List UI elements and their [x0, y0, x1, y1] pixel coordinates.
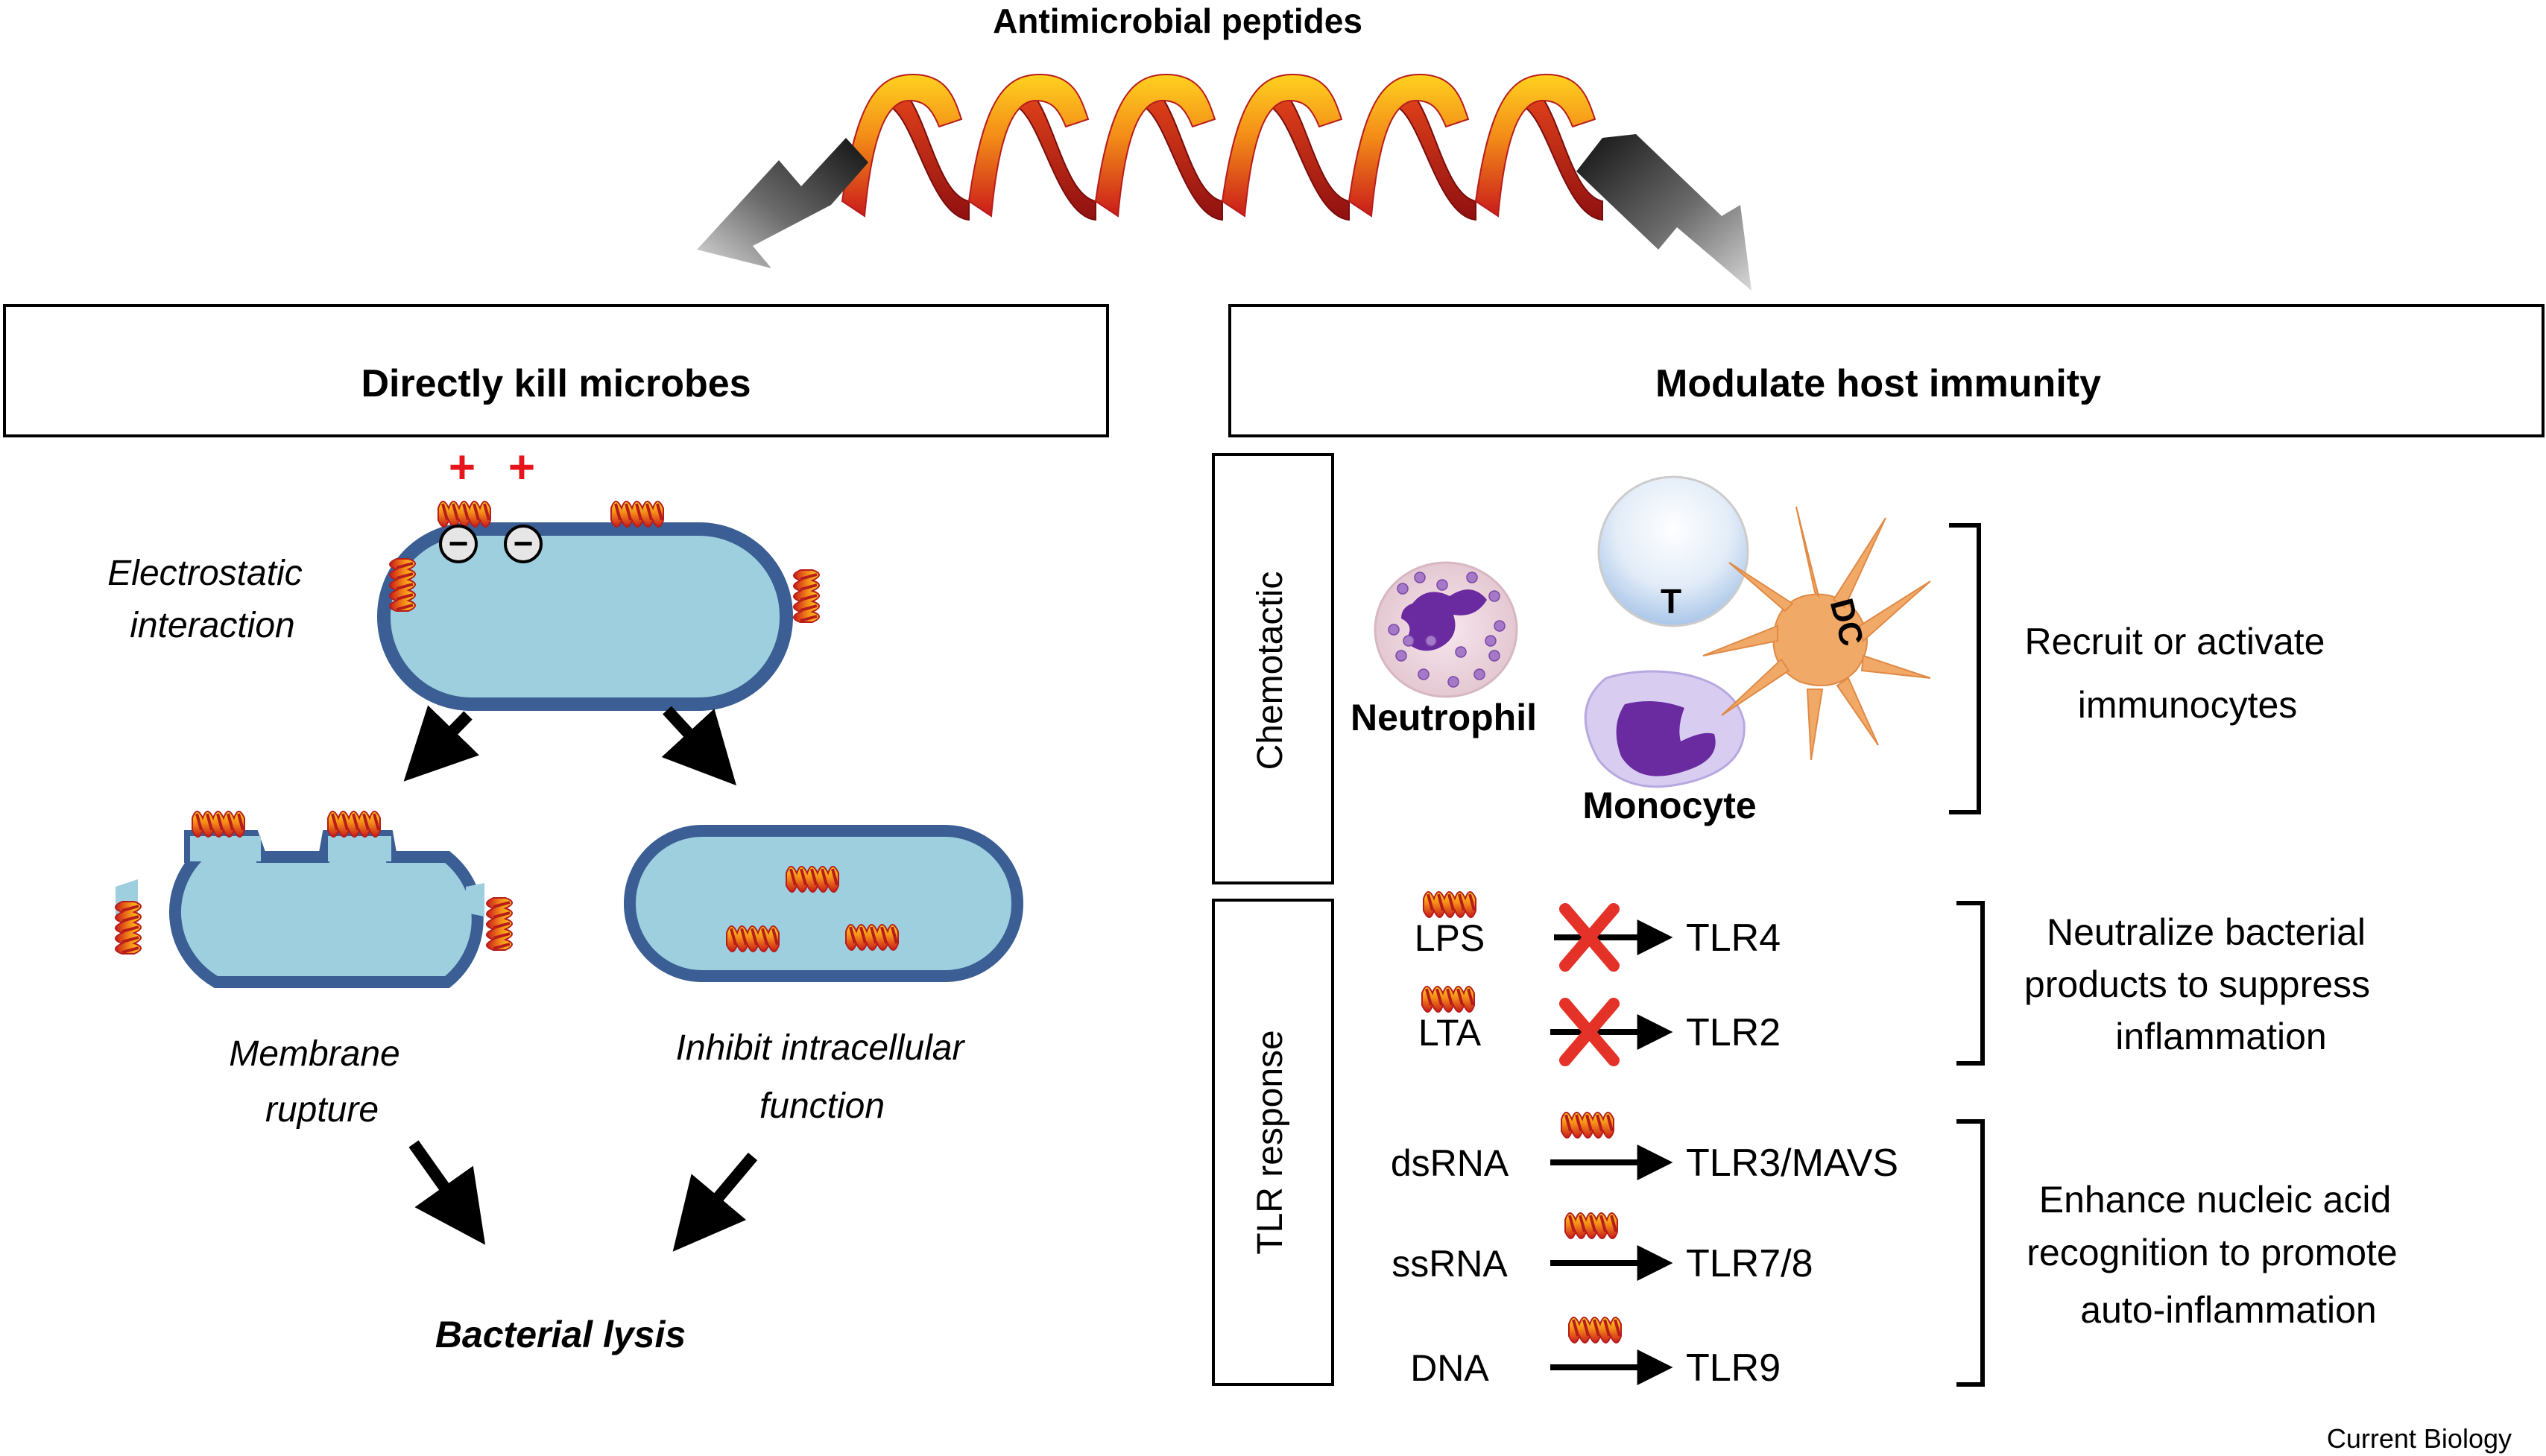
granule	[1488, 650, 1500, 662]
kill-header-box	[3, 304, 1109, 437]
inhibit-label-1: Inhibit intracellular	[676, 1028, 966, 1068]
granule	[1403, 635, 1415, 647]
arrow-to-kill	[697, 138, 868, 268]
credit-label: Current Biology	[2327, 1423, 2512, 1454]
granule	[1494, 620, 1506, 632]
membrane-label-1: Membrane	[229, 1034, 399, 1074]
granule	[1414, 572, 1426, 583]
ligand-label: LTA	[1418, 1012, 1482, 1054]
granule	[1425, 635, 1437, 647]
peptide-helix	[191, 810, 246, 838]
tlr-response-label: TLR response	[1251, 1030, 1290, 1254]
chemotactic-label: Chemotactic	[1251, 572, 1290, 770]
granule	[1395, 650, 1407, 662]
helix-icon	[841, 73, 1603, 221]
enhance-label-2: recognition to promote	[2027, 1232, 2398, 1273]
block-x-icon	[1559, 903, 1620, 972]
kill-header: Directly kill microbes	[361, 362, 751, 405]
granule	[1447, 676, 1459, 688]
inhibit-label-2: function	[759, 1086, 885, 1126]
arrow-to-inhibit	[661, 706, 736, 786]
peptide-helix	[1564, 1212, 1619, 1240]
neutrophil-icon	[1374, 561, 1518, 698]
granule	[1455, 646, 1467, 658]
peptide-helix	[610, 500, 665, 528]
recruit-label-2: immunocytes	[2078, 684, 2298, 726]
peptide-helix	[1422, 890, 1477, 919]
peptide-helix	[437, 500, 492, 528]
granule	[1436, 579, 1448, 591]
modulate-header: Modulate host immunity	[1655, 362, 2101, 405]
peptide-helix	[1567, 1316, 1623, 1344]
ligand-label: ssRNA	[1392, 1243, 1508, 1285]
bracket-recruit	[1949, 523, 1981, 814]
granule	[1397, 583, 1409, 595]
peptide-helix	[844, 923, 900, 952]
arrow-to-modulate	[1576, 134, 1751, 291]
receptor-label: TLR9	[1686, 1346, 1781, 1390]
enhance-label-3: auto-inflammation	[2080, 1289, 2376, 1331]
peptide-helix	[326, 810, 382, 838]
bacterial-lysis-label: Bacterial lysis	[435, 1314, 686, 1355]
peptide-helix	[1421, 985, 1476, 1013]
plus-sign-2: +	[508, 442, 535, 493]
electrostatic-label-2: interaction	[130, 606, 294, 645]
neutrophil-label: Neutrophil	[1351, 697, 1537, 738]
peptide-helix	[485, 896, 514, 952]
granule	[1488, 590, 1500, 602]
enhance-label-1: Enhance nucleic acid	[2039, 1179, 2392, 1221]
ligand-label: DNA	[1410, 1347, 1489, 1389]
ligand-label: dsRNA	[1391, 1142, 1509, 1184]
bracket-enhance	[1956, 1119, 1985, 1387]
bracket-neutralize	[1956, 901, 1985, 1066]
inhibited-bacterium-icon	[624, 825, 1023, 982]
peptide-helix	[725, 925, 780, 953]
negative-charge-1: −	[439, 524, 478, 563]
membrane-label-2: rupture	[265, 1090, 379, 1130]
arrow-to-rupture	[403, 705, 479, 782]
chemotactic-box	[1212, 453, 1334, 884]
negative-charge-2: −	[504, 524, 543, 563]
granule	[1485, 635, 1497, 647]
receptor-label: TLR2	[1686, 1011, 1781, 1054]
minus-sign-2: −	[514, 524, 534, 563]
recruit-label-1: Recruit or activate	[2025, 621, 2325, 662]
block-x-icon	[1559, 998, 1620, 1066]
tlr-response-box	[1212, 899, 1334, 1386]
monocyte-label: Monocyte	[1582, 785, 1756, 826]
receptor-label: TLR3/MAVS	[1686, 1142, 1898, 1185]
peptide-helix	[114, 900, 142, 955]
peptide-helix	[388, 557, 417, 613]
ruptured-bacterium-icon	[116, 830, 484, 988]
receptor-label: TLR4	[1686, 917, 1781, 960]
granule	[1466, 572, 1478, 583]
peptide-helix	[1560, 1111, 1615, 1139]
monocyte-icon	[1584, 670, 1746, 788]
arrow-rupture-to-lysis	[408, 1140, 486, 1245]
ligand-label: LPS	[1415, 917, 1485, 959]
granule	[1418, 668, 1430, 680]
neutralize-label-2: products to suppress	[2024, 963, 2370, 1005]
minus-sign-1: −	[449, 524, 469, 563]
receptor-label: TLR7/8	[1686, 1242, 1813, 1285]
peptide-helix	[785, 865, 840, 893]
modulate-header-box	[1228, 304, 2545, 437]
bacterium-icon	[377, 522, 793, 711]
neutralize-label-1: Neutralize bacterial	[2047, 911, 2366, 953]
neutralize-label-3: inflammation	[2115, 1016, 2326, 1057]
plus-sign-1: +	[449, 442, 476, 493]
t-cell-label: T	[1661, 582, 1681, 621]
diagram-title: Antimicrobial peptides	[993, 1, 1362, 40]
granule	[1388, 624, 1400, 636]
t-cell-icon	[1597, 475, 1749, 627]
arrow-inhibit-to-lysis	[672, 1152, 758, 1252]
granule	[1473, 668, 1485, 680]
electrostatic-label-1: Electrostatic	[107, 554, 302, 593]
dendritic-cell-icon	[1702, 506, 1931, 761]
peptide-helix	[792, 569, 821, 624]
